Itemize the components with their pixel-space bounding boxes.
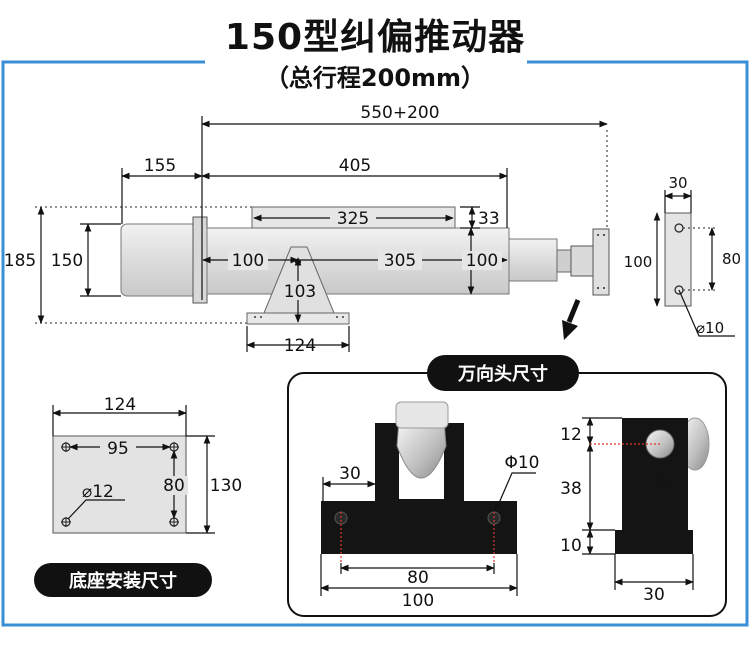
base-dim-width: 124 xyxy=(104,395,136,415)
base-dim-hole-spacing-x: 95 xyxy=(107,439,129,459)
outer-frame xyxy=(1,60,749,627)
joint-dim-side-width: 30 xyxy=(643,585,665,605)
universal-joint-panel: 万向头尺寸 xyxy=(287,355,727,617)
dim-middle-segment: 305 xyxy=(384,251,416,271)
actuator-side-view: 550+200 155 405 325 33 185 150 100 305 1… xyxy=(4,101,610,356)
dim-overall-height: 185 xyxy=(4,251,36,271)
joint-dim-hole-diameter: Φ10 xyxy=(504,453,539,473)
universal-joint-title: 万向头尺寸 xyxy=(457,363,548,385)
base-mount-view: 124 95 ⌀12 80 130 xyxy=(52,395,242,534)
joint-front-view: 30 Φ10 80 100 xyxy=(320,401,540,611)
joint-dim-hole-spacing: 80 xyxy=(407,568,429,588)
base-dim-hole-diameter: ⌀12 xyxy=(82,482,114,502)
base-mount-title: 底座安装尺寸 xyxy=(69,570,177,592)
end-dim-width: 30 xyxy=(668,174,687,192)
joint-dim-side-bottom: 10 xyxy=(560,536,582,556)
end-dim-height: 100 xyxy=(624,253,653,271)
page-title: 150型纠偏推动器 xyxy=(224,17,526,58)
dim-left-segment: 100 xyxy=(232,251,264,271)
dim-left-length: 155 xyxy=(144,156,176,176)
dim-base-width: 124 xyxy=(284,336,316,356)
joint-dim-side-middle: 38 xyxy=(560,479,582,499)
dim-body-length: 405 xyxy=(339,156,371,176)
dim-top-block-length: 325 xyxy=(337,209,369,229)
base-dim-height: 130 xyxy=(210,476,242,496)
joint-dim-side-top: 12 xyxy=(560,425,582,445)
joint-side-view: 12 38 10 30 xyxy=(560,417,710,605)
dim-cylinder-height: 150 xyxy=(51,251,83,271)
base-dim-hole-spacing-y: 80 xyxy=(163,476,185,496)
joint-dim-flange-width: 30 xyxy=(339,464,361,484)
end-dim-hole-diameter: ⌀10 xyxy=(696,319,724,337)
dim-top-block-height: 33 xyxy=(478,209,500,229)
dim-right-segment: 100 xyxy=(466,251,498,271)
page-subtitle: （总行程200mm） xyxy=(264,64,486,92)
joint-dim-base-length: 100 xyxy=(402,591,434,611)
dim-bracket-height: 103 xyxy=(284,282,316,302)
end-plate-view: 30 100 80 ⌀10 xyxy=(624,174,741,337)
dim-overall-length: 550+200 xyxy=(360,103,439,123)
base-mount-title-pill: 底座安装尺寸 xyxy=(34,563,212,597)
end-dim-hole-spacing: 80 xyxy=(722,250,741,268)
pointer-arrow-icon xyxy=(562,299,581,340)
